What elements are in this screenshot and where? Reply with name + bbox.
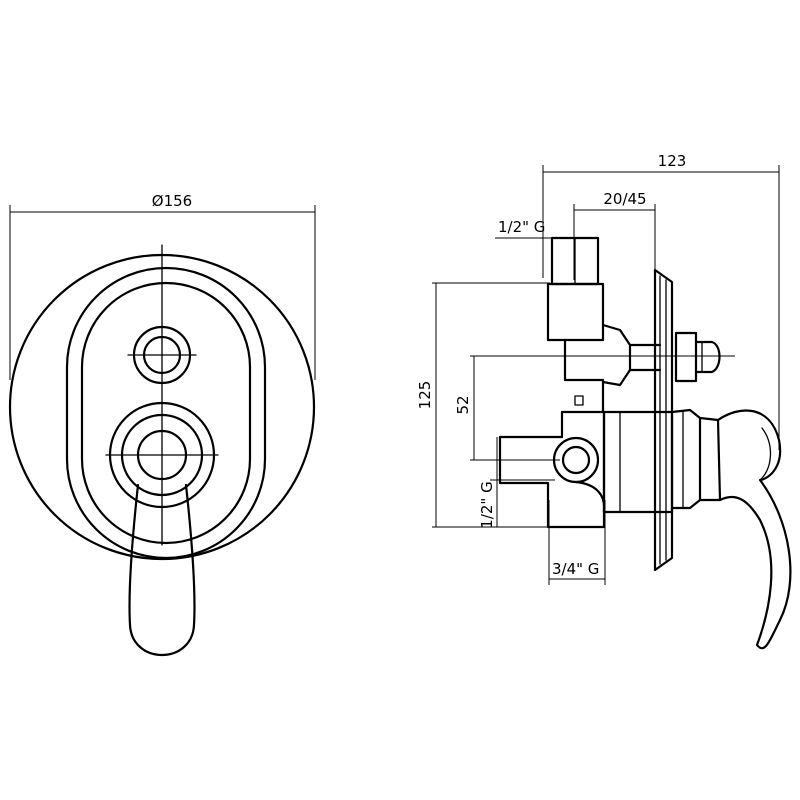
side-outlet-fitting (552, 436, 606, 514)
adjust-label: 20/45 (603, 190, 646, 208)
side-view: 123 20/45 1/2" G 125 52 (416, 152, 792, 650)
adjust-dimension: 20/45 (573, 190, 656, 280)
valve-body (498, 338, 606, 529)
side-outlet-label: 1/2" G (478, 481, 496, 528)
top-outlet-dimension: 1/2" G (495, 218, 599, 282)
depth-label: 123 (658, 152, 687, 170)
diameter-label: Ø156 (152, 192, 192, 210)
front-view: Ø156 (8, 192, 316, 657)
diameter-dimension: Ø156 (9, 192, 316, 380)
outlet-spacing-label: 52 (454, 395, 472, 414)
depth-dimension: 123 (542, 152, 780, 450)
side-outlet-dimension: 1/2" G (478, 437, 555, 529)
outlet-spacing-dimension: 52 (454, 355, 735, 461)
diverter-stem (601, 323, 721, 387)
top-outlet-label: 1/2" G (498, 218, 545, 236)
lever-handle-detail (759, 427, 772, 481)
cartridge-housing (602, 408, 722, 514)
top-outlet-connector (546, 236, 605, 342)
cover-plate-profile (653, 268, 674, 572)
oval-escutcheon-outer (65, 266, 267, 560)
bottom-inlet-label: 3/4" G (552, 560, 599, 578)
lever-handle-side (716, 409, 792, 650)
oval-escutcheon-inner (80, 281, 252, 545)
body-marker (574, 395, 584, 406)
height-dimension: 125 (416, 282, 550, 528)
bottom-inlet-dimension: 3/4" G (548, 500, 606, 585)
height-label: 125 (416, 381, 434, 410)
